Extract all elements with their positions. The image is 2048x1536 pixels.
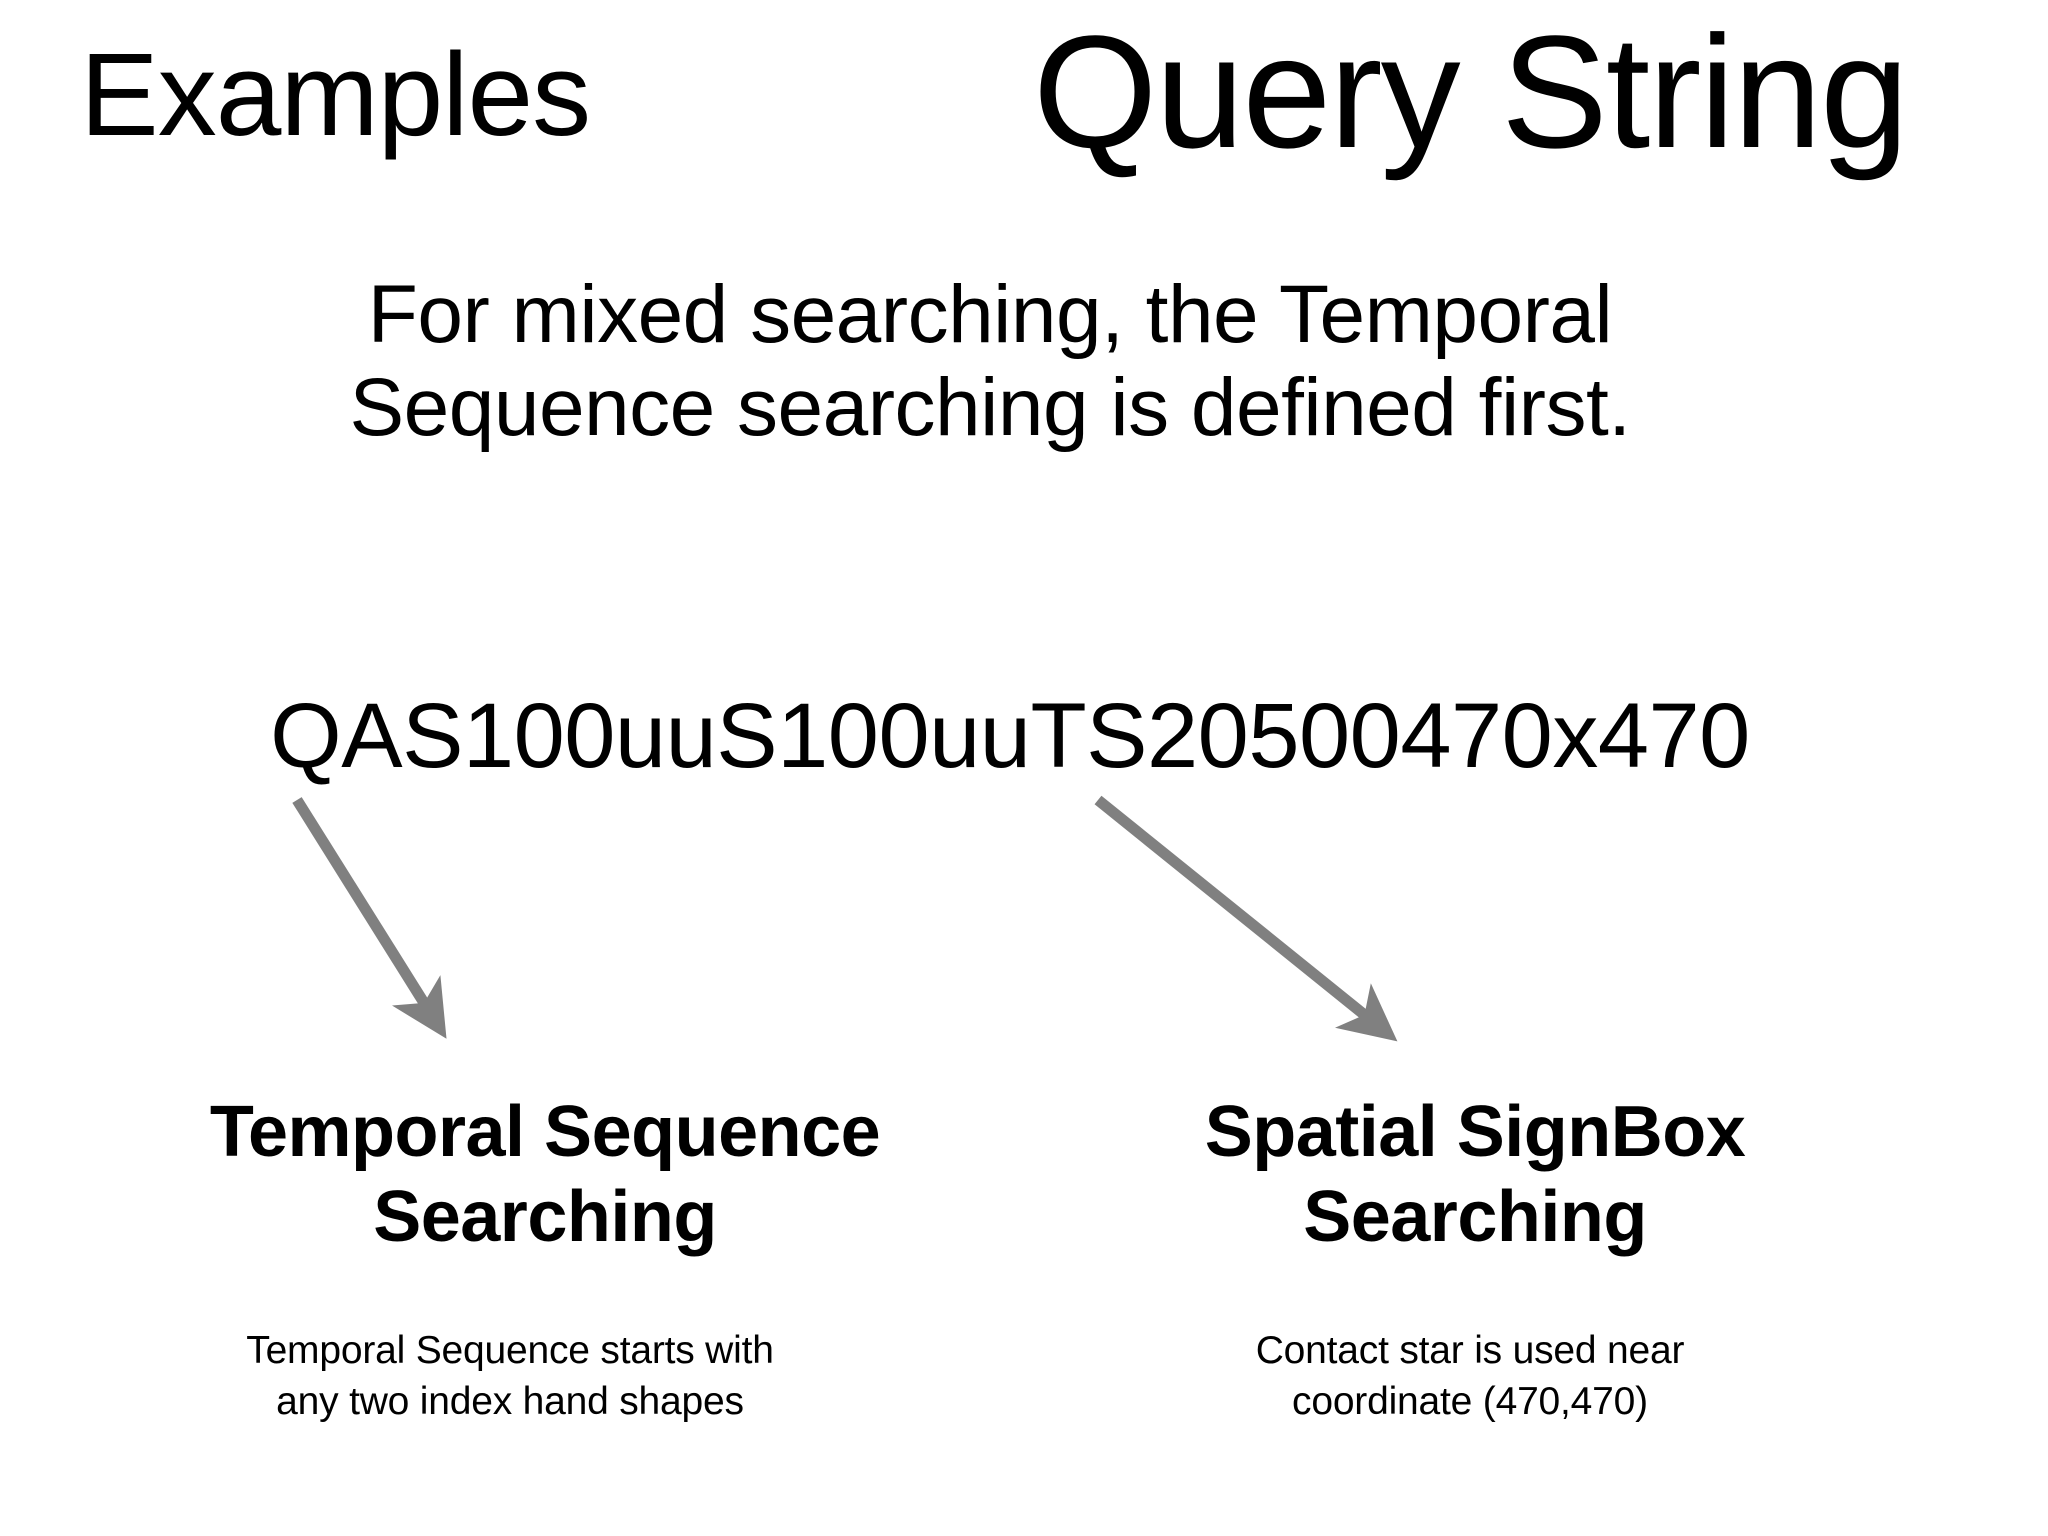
arrow-to-temporal-sequence (292, 797, 447, 1039)
branch-label-line1: Temporal Sequence (209, 1092, 881, 1172)
branch-caption-spatial-signbox: Contact star is used near coordinate (47… (1110, 1325, 1830, 1428)
branch-caption-temporal-sequence: Temporal Sequence starts with any two in… (150, 1325, 870, 1428)
query-string-example: QAS100uuS100uuTS20500470x470 (270, 685, 1750, 787)
branch-label-line1: Spatial SignBox (1204, 1092, 1746, 1172)
branch-label-line2: Searching (1303, 1176, 1647, 1257)
arrow-to-spatial-signbox (1094, 795, 1398, 1042)
branch-caption-line2: coordinate (470,470) (1292, 1380, 1648, 1424)
page-title-query-string: Query String (1032, 2, 1909, 181)
branch-caption-line2: any two index hand shapes (276, 1380, 744, 1424)
branch-label-temporal-sequence: Temporal Sequence Searching (150, 1090, 940, 1260)
branch-caption-line1: Contact star is used near (1255, 1329, 1685, 1372)
branch-label-line2: Searching (373, 1176, 717, 1257)
intro-paragraph: For mixed searching, the Temporal Sequen… (349, 269, 1631, 454)
branch-caption-line1: Temporal Sequence starts with (246, 1329, 774, 1372)
page-title-examples: Examples (80, 29, 591, 161)
branch-label-spatial-signbox: Spatial SignBox Searching (1080, 1090, 1870, 1260)
